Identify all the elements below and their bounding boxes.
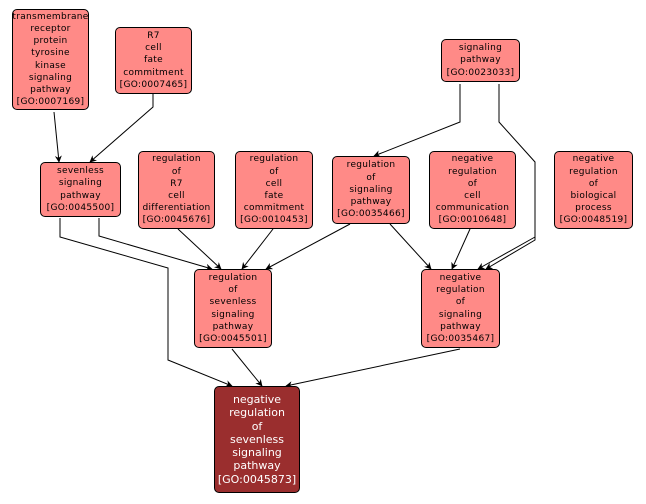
edge-arrow [265,223,351,270]
term-label-line: pathway [440,321,481,332]
edge-arrow [241,228,274,270]
term-label-line: transmembrane [12,11,89,22]
term-label-line: regulation [436,285,485,296]
term-label-line: of [251,419,263,433]
term-label-line: pathway [350,197,392,208]
term-id: [GO:0048519] [559,215,628,226]
edge-arrow [485,84,536,270]
term-label-line: regulation [346,160,396,171]
term-label-line: R7 [170,178,183,189]
term-label-line: negative [439,272,482,283]
term-id: [GO:0023033] [446,67,515,78]
term-id: [GO:0010453] [240,215,308,226]
term-id: [GO:0007465] [119,79,188,90]
term-label-line: signaling [232,446,282,460]
term-label-line: regulation [229,406,285,420]
term-label-line: biological [570,191,617,201]
term-label-line: of [228,285,238,296]
term-label-line: commitment [243,203,305,214]
edge-arrow [177,228,222,270]
term-label-line: cell [145,43,162,54]
edge-arrow [89,94,154,163]
term-id: [GO:0045500] [46,202,115,213]
term-label-line: pathway [233,459,281,473]
term-label-line: pathway [30,84,71,95]
edge-arrow [389,223,432,270]
term-label-line: tyrosine [31,48,70,59]
term-label-line: pathway [60,190,101,201]
term-label-line: cell [265,178,283,189]
term-label-line: signaling [211,309,255,320]
term-label-line: of [467,178,478,189]
term-label-line: commitment [123,67,184,78]
edge-arrow [53,111,62,163]
edge-arrow [373,84,461,157]
term-label-line: pathway [460,55,501,66]
term-label-line: fate [264,191,284,201]
term-label-line: kinase [35,60,66,71]
term-label-line: pathway [212,321,254,332]
term-label-line: sevenless [229,432,285,446]
term-id: [GO:0035467] [426,333,495,344]
term-label-line: R7 [147,30,160,41]
term-label-line: signaling [28,72,73,83]
term-label-line: regulation [249,154,299,165]
term-label-line: differentiation [142,203,211,214]
term-id: [GO:0035466] [337,209,405,220]
term-id: [GO:0045676] [142,215,211,226]
edge-arrow [98,218,213,271]
term-label-line: regulation [448,166,497,177]
term-label-line: regulation [569,166,618,177]
term-label-line: signaling [458,43,503,54]
term-label-line: cell [168,191,185,201]
term-label-line: of [269,166,279,177]
term-label-line: of [171,166,182,177]
term-label-line: cell [464,191,481,201]
term-label-line: negative [451,154,494,165]
term-id: [GO:0007169] [16,97,85,108]
term-label-line: signaling [349,184,393,195]
edge-arrow [451,228,471,270]
edge-arrow [285,348,461,389]
term-id: [GO:0045501] [199,333,267,344]
edge-arrow [477,236,536,270]
term-label-line: fate [144,55,163,66]
edge-arrow [231,348,263,387]
term-label-line: of [366,172,376,183]
term-label-line: regulation [152,154,201,165]
term-label-line: of [588,178,599,189]
term-label-line: of [455,297,466,308]
term-label-line: communication [435,203,510,214]
term-label-line: negative [572,154,615,165]
edge-arrow [59,218,233,387]
term-label-line: regulation [208,272,258,283]
term-id: [GO:0010648] [438,215,507,226]
term-label-line: protein [33,36,68,47]
term-label-line: process [575,203,612,214]
term-label-line: sevenless [57,166,104,177]
term-label-line: signaling [438,309,483,320]
term-label-line: sevenless [209,297,257,308]
term-label-line: negative [232,393,282,407]
term-label-line: signaling [58,178,103,189]
term-label-line: receptor [30,23,71,34]
term-id: [GO:0045873] [217,472,297,486]
